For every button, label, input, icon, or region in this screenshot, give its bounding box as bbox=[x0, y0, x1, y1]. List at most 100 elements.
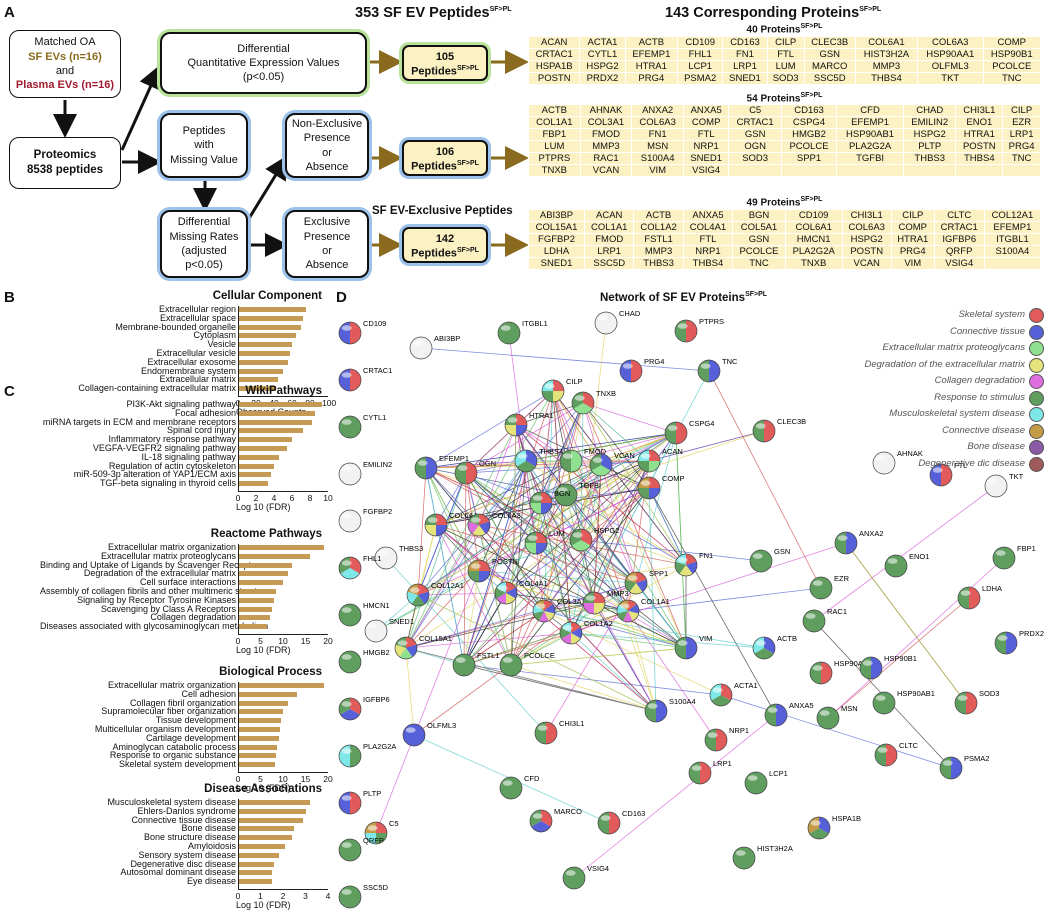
enrichment-term: Sensory system disease bbox=[138, 849, 236, 860]
protein-cell: LCP1 bbox=[678, 61, 723, 72]
protein-cell: TGFBI bbox=[837, 153, 904, 164]
protein-cell: COL3A1 bbox=[580, 117, 632, 128]
network-edge bbox=[580, 460, 650, 541]
protein-cell: THBS3 bbox=[634, 258, 683, 269]
node-label: OLFML3 bbox=[427, 721, 456, 730]
enrichment-term: Autosomal dominant disease bbox=[120, 867, 236, 878]
protein-cell: COL4A1 bbox=[683, 222, 733, 233]
enrichment-term: Extracellular exosome bbox=[147, 356, 236, 367]
missing-value-box: Peptides with Missing Value bbox=[160, 113, 248, 178]
tick-label: 2 bbox=[280, 891, 286, 901]
node-label: FN1 bbox=[699, 551, 713, 560]
node-hmcn1: HMCN1 bbox=[338, 601, 390, 627]
network-edge bbox=[552, 390, 572, 462]
network-edge bbox=[525, 460, 572, 634]
enrichment-bar bbox=[238, 454, 280, 460]
protein-cell: EFEMP1 bbox=[984, 222, 1040, 233]
protein-cell bbox=[781, 165, 837, 176]
protein-cell: TNXB bbox=[529, 165, 580, 176]
node-cltc: CLTC bbox=[874, 741, 919, 767]
legend-item: Degenerative dic disease bbox=[918, 457, 1025, 469]
node-lcp1: LCP1 bbox=[744, 769, 788, 795]
network-edge bbox=[478, 570, 637, 584]
tick-label: 20 bbox=[323, 636, 333, 646]
node-lum: LUM bbox=[524, 529, 565, 555]
protein-cell: EMILIN2 bbox=[904, 117, 956, 128]
node-marco: MARCO bbox=[529, 807, 582, 833]
legend-item: Connective tissue bbox=[950, 325, 1025, 337]
tick-label: 0 bbox=[235, 493, 241, 503]
node-abi3bp: ABI3BP bbox=[409, 334, 460, 360]
node-label: CYTL1 bbox=[363, 413, 386, 422]
network-edge bbox=[478, 424, 517, 526]
node-anxa2: ANXA2 bbox=[834, 529, 884, 555]
protein-cell: QRFP bbox=[934, 246, 984, 257]
network-edge bbox=[570, 370, 710, 634]
network-edge bbox=[417, 402, 584, 596]
enrichment-axis bbox=[238, 634, 328, 635]
peptides-105-box: 105 PeptidesSF>PL bbox=[402, 45, 488, 81]
enrichment-bar bbox=[238, 410, 316, 416]
network-edge bbox=[510, 424, 517, 666]
legend-swatch bbox=[1029, 390, 1044, 406]
network-edge bbox=[648, 430, 765, 462]
node-comp: COMP bbox=[637, 474, 685, 500]
network-edge bbox=[543, 610, 687, 649]
node-label: ITGBL1 bbox=[522, 319, 548, 328]
network-edge bbox=[813, 485, 997, 622]
enrichment-bar bbox=[238, 861, 274, 867]
exclusive-box: Exclusive Presence or Absence bbox=[285, 210, 369, 278]
network-edge bbox=[570, 460, 650, 489]
protein-cell: HTRA1 bbox=[891, 234, 934, 245]
node-label: COL6A1 bbox=[449, 511, 478, 520]
enrichment-bar bbox=[238, 735, 279, 741]
node-label: ANXA5 bbox=[789, 701, 814, 710]
node-pltp: PLTP bbox=[338, 789, 381, 815]
node-label: S100A4 bbox=[669, 697, 696, 706]
protein-cell: COL5A1 bbox=[733, 222, 785, 233]
protein-cell: PCOLCE bbox=[983, 61, 1040, 72]
protein-cell: VSIG4 bbox=[683, 165, 729, 176]
node-label: ENO1 bbox=[909, 552, 929, 561]
protein-cell: HSPG2 bbox=[580, 61, 625, 72]
network-edge bbox=[463, 460, 527, 666]
enrichment-bar bbox=[238, 817, 304, 823]
node-fmod: FMOD bbox=[559, 447, 607, 473]
node-label: BGN bbox=[554, 489, 570, 498]
network-edge bbox=[465, 472, 687, 649]
enrichment-term: Ehlers-Danlos syndrome bbox=[137, 805, 236, 816]
enrichment-bar bbox=[238, 870, 272, 876]
network-edge bbox=[465, 472, 637, 584]
protein-cell: POSTN bbox=[842, 246, 891, 257]
enrichment-term: Diseases associated with glycosaminoglyc… bbox=[40, 621, 269, 632]
legend-item: Degradation of the extracellular matrix bbox=[864, 358, 1025, 370]
node-label: MSN bbox=[841, 704, 858, 713]
matched-oa-box: Matched OA SF EVs (n=16) and Plasma EVs … bbox=[9, 30, 121, 98]
enrichment-term: miRNA targets in ECM and membrane recept… bbox=[42, 416, 236, 427]
network-edge bbox=[425, 467, 687, 566]
enrichment-term: Connective tissue disease bbox=[131, 814, 236, 825]
protein-cell: ACTB bbox=[625, 37, 678, 48]
x-axis-label: Log 10 (FDR) bbox=[236, 783, 291, 793]
network-edge bbox=[417, 460, 650, 596]
node-col1a1: COL1A1 bbox=[616, 597, 670, 623]
protein-cell: OGN bbox=[729, 141, 781, 152]
tick-label: 3 bbox=[303, 891, 308, 901]
protein-cell: HSP90AB1 bbox=[837, 129, 904, 140]
node-fbp1: FBP1 bbox=[992, 544, 1036, 570]
node-label: COL3A1 bbox=[557, 597, 586, 606]
enrichment-bar bbox=[238, 368, 283, 374]
node-label: VCAN bbox=[614, 451, 635, 460]
network-edge bbox=[635, 432, 677, 584]
node-label: LDHA bbox=[982, 584, 1002, 593]
node-label: SSC5D bbox=[363, 883, 389, 892]
node-col1a2: COL1A2 bbox=[559, 619, 613, 645]
enrichment-bar bbox=[238, 879, 272, 885]
network-edge bbox=[515, 402, 584, 426]
